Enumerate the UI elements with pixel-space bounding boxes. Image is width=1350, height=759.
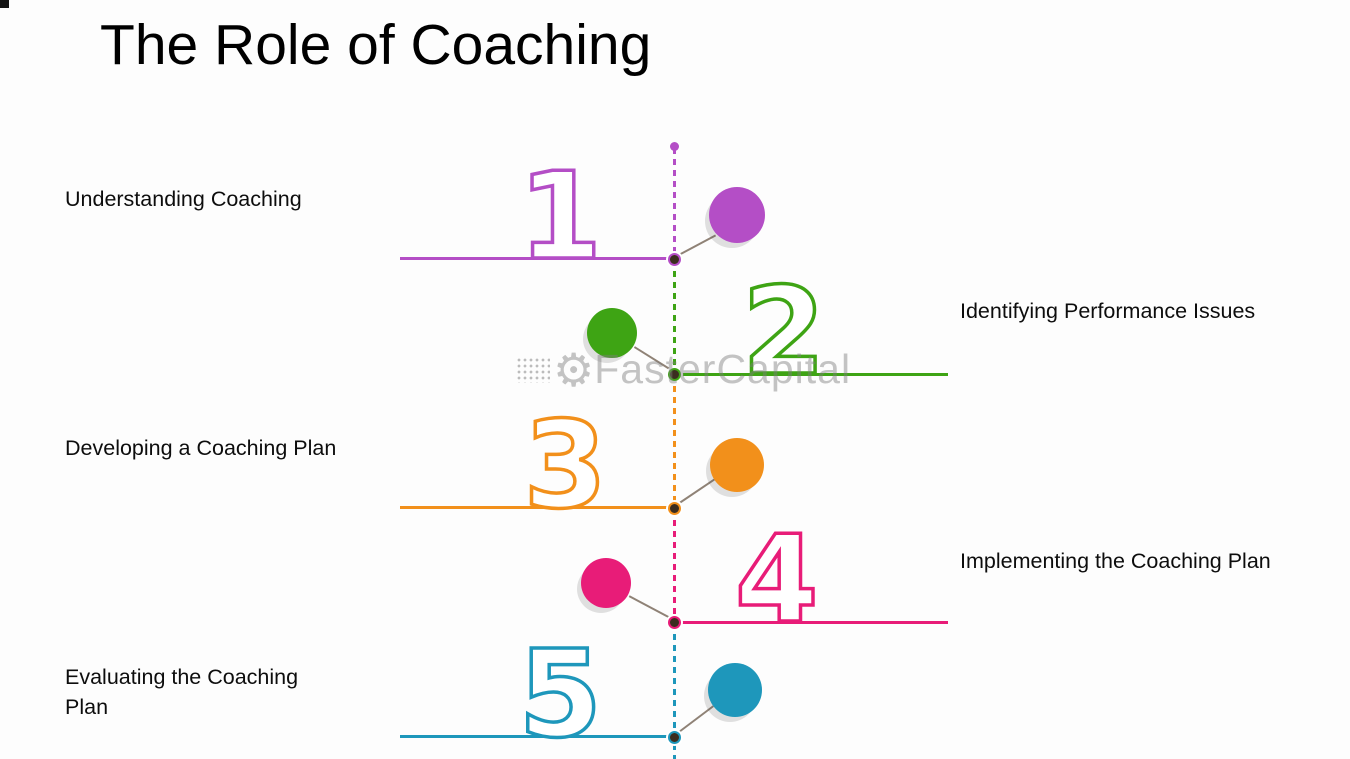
item-circle-icon bbox=[581, 558, 631, 608]
item-connector-line bbox=[400, 735, 669, 738]
item-number: 4 bbox=[733, 511, 820, 650]
bubble-connector bbox=[674, 478, 716, 507]
timeline-dashed-segment bbox=[673, 148, 676, 260]
page-title: The Role of Coaching bbox=[100, 13, 652, 77]
item-label: Evaluating the Coaching Plan bbox=[65, 665, 299, 719]
item-number: 5 bbox=[517, 626, 604, 759]
item-label: Implementing the Coaching Plan bbox=[960, 549, 1271, 573]
timeline-dashed-segment bbox=[673, 623, 676, 759]
item-connector-line bbox=[400, 257, 669, 260]
item-circle-icon bbox=[710, 438, 764, 492]
item-label: Developing a Coaching Plan bbox=[65, 436, 337, 460]
bubble-connector bbox=[674, 234, 717, 258]
item-label: Identifying Performance Issues bbox=[960, 299, 1256, 323]
timeline-dashed-segment bbox=[673, 260, 676, 375]
timeline-dashed-segment bbox=[673, 375, 676, 509]
item-circle-icon bbox=[708, 663, 762, 717]
halftone-dots-icon bbox=[516, 356, 550, 383]
item-number: 1 bbox=[517, 148, 604, 287]
item-label: Understanding Coaching bbox=[65, 187, 302, 211]
timeline-dashed-segment bbox=[673, 509, 676, 623]
corner-artifact bbox=[0, 0, 9, 8]
item-circle-icon bbox=[709, 187, 765, 243]
bubble-connector bbox=[674, 705, 714, 736]
timeline-start-dot bbox=[670, 142, 679, 151]
item-connector-line bbox=[682, 621, 948, 624]
watermark-text: FasterCapital bbox=[594, 346, 852, 392]
bubble-connector bbox=[628, 595, 677, 622]
item-connector-line bbox=[400, 506, 669, 509]
watermark: ⚙ FasterCapital bbox=[516, 346, 851, 393]
item-number: 3 bbox=[522, 397, 609, 536]
gear-icon: ⚙ bbox=[553, 342, 595, 397]
